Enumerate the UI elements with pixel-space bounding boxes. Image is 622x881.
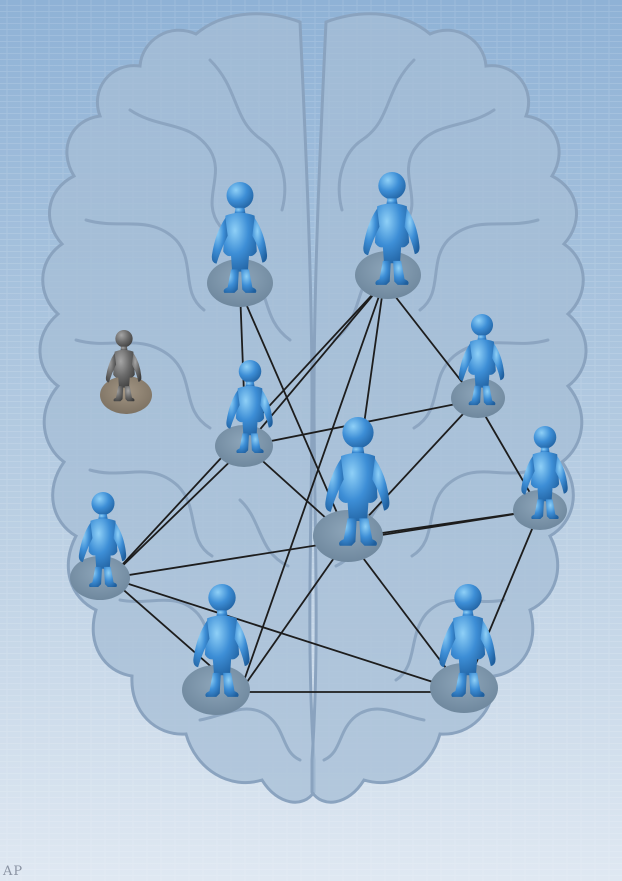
figure-center <box>313 417 390 562</box>
figure-top-left <box>207 182 273 307</box>
photo-credit: AP <box>3 864 24 879</box>
figure-top-right <box>355 172 421 299</box>
figure-right-upper <box>451 314 505 418</box>
figure-isolated <box>100 330 152 414</box>
figure-bottom-right <box>430 584 498 713</box>
figure-center-left <box>215 360 273 467</box>
figure-right-middle <box>513 426 568 530</box>
figure-left <box>70 492 130 600</box>
figure-bottom-left <box>182 584 250 715</box>
